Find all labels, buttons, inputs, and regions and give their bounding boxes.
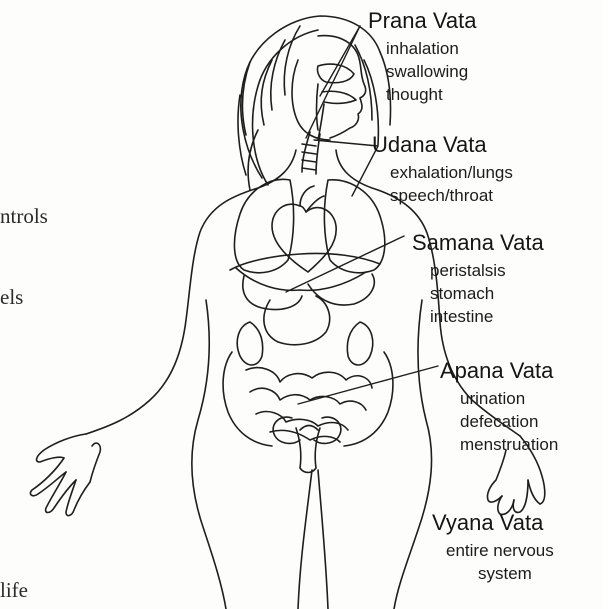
samana-vata-line-3: intestine xyxy=(430,308,493,325)
prana-vata-line-2: swallowing xyxy=(386,63,468,80)
vyana-vata-line-2: system xyxy=(478,565,532,582)
abdominal-organs xyxy=(236,268,374,345)
apana-vata-line-3: menstruation xyxy=(460,436,558,453)
udana-vata-line-2: speech/throat xyxy=(390,187,493,204)
apana-vata-title: Apana Vata xyxy=(440,360,553,382)
prana-vata-title: Prana Vata xyxy=(368,10,476,32)
prana-vata-line-3: thought xyxy=(386,86,443,103)
samana-vata-title: Samana Vata xyxy=(412,232,544,254)
pelvic-organs xyxy=(273,417,341,472)
margin-text-3: life xyxy=(0,580,28,601)
apana-vata-line-1: urination xyxy=(460,390,525,407)
samana-vata-line-2: stomach xyxy=(430,285,494,302)
head-outline xyxy=(292,36,366,140)
page-edge xyxy=(603,0,611,609)
margin-text-2: els xyxy=(0,287,23,308)
left-hand xyxy=(30,434,100,516)
vyana-vata-title: Vyana Vata xyxy=(432,512,543,534)
hair-outline xyxy=(238,16,391,190)
prana-vata-line-1: inhalation xyxy=(386,40,459,57)
margin-text-1: ntrols xyxy=(0,206,48,227)
vyana-vata-line-1: entire nervous xyxy=(446,542,554,559)
udana-vata-line-1: exhalation/lungs xyxy=(390,164,513,181)
intestines xyxy=(223,352,393,446)
heart xyxy=(272,186,336,272)
samana-vata-line-1: peristalsis xyxy=(430,262,506,279)
apana-vata-line-2: defecation xyxy=(460,413,538,430)
leader-lines xyxy=(286,26,438,404)
udana-vata-title: Udana Vata xyxy=(372,134,487,156)
